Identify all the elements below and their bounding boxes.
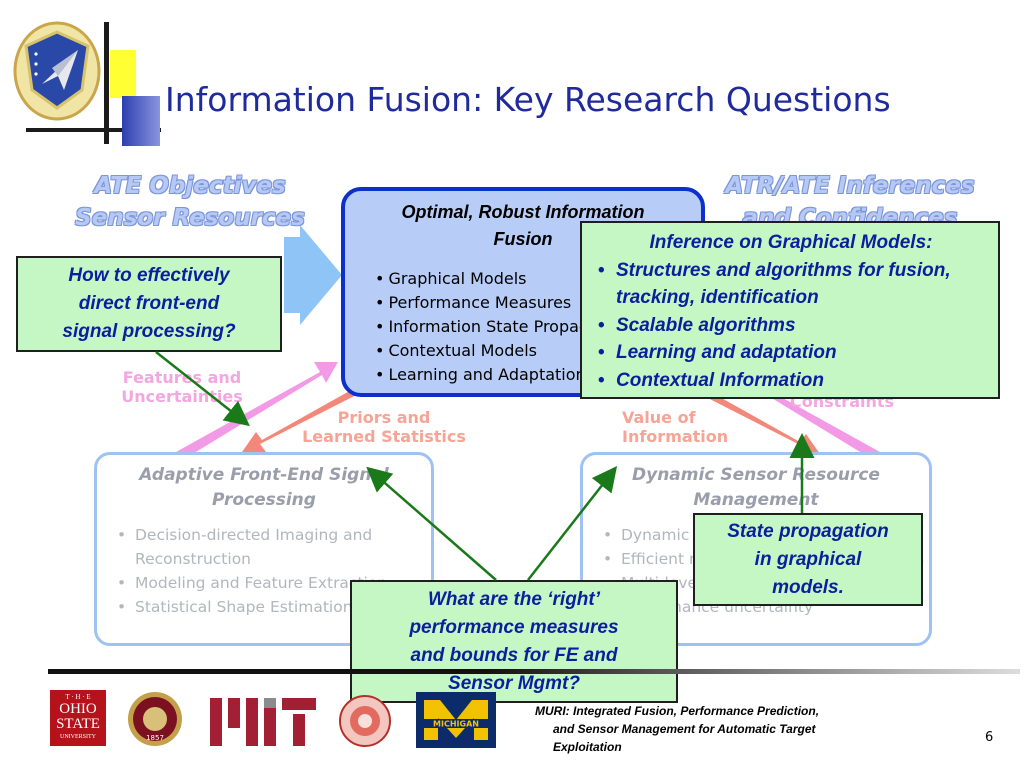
list-item: Learning and Adaptation xyxy=(375,363,630,387)
features-label: Features and Uncertainties xyxy=(121,368,243,406)
list-item: Performance Measures xyxy=(375,291,630,315)
inference-callout: Inference on Graphical Models: Structure… xyxy=(580,221,1000,399)
right-inferences-label: ATR/ATE Inferences and Confidences xyxy=(725,173,975,231)
left-objectives-label: ATE Objectives Sensor Resources xyxy=(75,173,305,231)
list-item: Contextual Information xyxy=(592,367,990,395)
mit-logo xyxy=(210,698,316,746)
header-vertical-rule xyxy=(104,22,109,144)
list-item: Statistical Shape Estimation xyxy=(117,595,431,619)
svg-text:MICHIGAN: MICHIGAN xyxy=(433,720,479,729)
list-item: Structures and algorithms for fusion, tr… xyxy=(592,257,990,312)
state-propagation-callout: State propagation in graphical models. xyxy=(693,513,923,606)
features-arrow-icon xyxy=(176,362,338,458)
list-item: Modeling and Feature Extraction xyxy=(117,571,431,595)
svg-text:1857: 1857 xyxy=(146,734,164,742)
front-end-callout: How to effectively direct front-end sign… xyxy=(16,256,282,352)
footer-rule xyxy=(48,669,1020,674)
page-number: 6 xyxy=(985,730,994,745)
header-accent-yellow xyxy=(110,50,136,98)
fsu-seal-icon: 1857 xyxy=(128,692,182,746)
big-arrow-left-icon xyxy=(284,225,342,325)
block-m-icon: MICHIGAN xyxy=(424,700,488,740)
front-end-heading: Adaptive Front-End Signal Processing xyxy=(139,465,389,510)
list-item: Scalable algorithms xyxy=(592,312,990,340)
university-seal-logo xyxy=(338,694,392,748)
inference-list: Structures and algorithms for fusion, tr… xyxy=(592,257,990,395)
sensor-management-heading: Dynamic Sensor Resource Management xyxy=(632,465,880,510)
list-item: Decision-directed Imaging and Reconstruc… xyxy=(117,523,431,571)
header-accent-blue xyxy=(122,96,160,146)
afrl-logo xyxy=(12,20,102,122)
fusion-list: Graphical Models Performance Measures In… xyxy=(375,267,630,387)
mit-wordmark-icon xyxy=(210,698,316,746)
ohio-state-logo: T · H · E OHIO STATE UNIVERSITY xyxy=(50,690,106,746)
footer-caption: MURI: Integrated Fusion, Performance Pre… xyxy=(535,704,820,754)
header-horizontal-rule xyxy=(26,128,161,132)
afrl-shield-icon xyxy=(13,21,101,121)
fusion-heading: Optimal, Robust Information Fusion xyxy=(401,202,645,249)
slide-title: Information Fusion: Key Research Questio… xyxy=(165,80,891,119)
priors-label: Priors and Learned Statistics xyxy=(302,408,466,446)
performance-callout: What are the ‘right’ performance measure… xyxy=(350,580,678,703)
list-item: Information State Propagation xyxy=(375,315,629,339)
michigan-logo: MICHIGAN xyxy=(416,692,496,748)
list-item: Graphical Models xyxy=(375,267,630,291)
inference-heading: Inference on Graphical Models: xyxy=(649,232,933,253)
seal-icon xyxy=(339,695,391,747)
value-label: Value of Information xyxy=(622,408,729,446)
front-end-list: Decision-directed Imaging and Reconstruc… xyxy=(115,523,431,619)
list-item: Learning and adaptation xyxy=(592,339,990,367)
list-item: Contextual Models xyxy=(375,339,630,363)
priors-arrow-icon xyxy=(242,384,366,452)
fsu-seal-logo: 1857 xyxy=(126,690,184,748)
value-arrow-icon xyxy=(696,386,820,454)
